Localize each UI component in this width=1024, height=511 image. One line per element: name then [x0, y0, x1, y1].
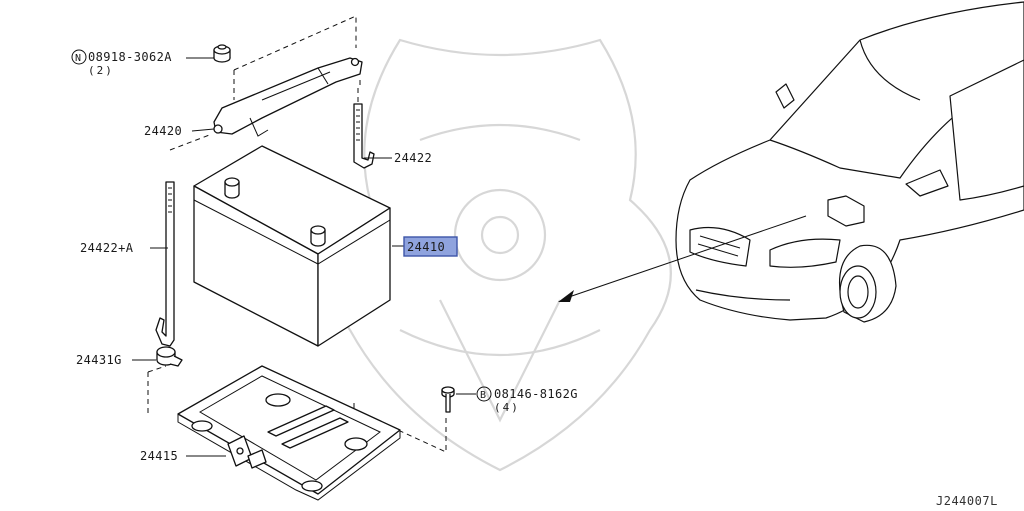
battery-label-highlight[interactable]: 24410: [403, 236, 458, 257]
terminal-clamp-part-number: 24431G: [76, 353, 122, 367]
diagram-reference: J244007L: [936, 494, 998, 508]
bolt-icon[interactable]: [441, 386, 455, 413]
label-nut: N 08918-3062A (2): [71, 49, 172, 77]
terminal-clamp[interactable]: [156, 346, 183, 367]
nut-icon[interactable]: [213, 44, 231, 63]
pointer-arrow: [558, 215, 807, 302]
battery-part-number: 24410: [407, 240, 445, 254]
bolt-qty: (4): [494, 401, 520, 414]
hold-down-frame[interactable]: [213, 57, 363, 137]
battery-icon[interactable]: [193, 145, 391, 347]
bolt-prefix: B: [480, 390, 486, 401]
rod-left-part-number: 24422+A: [80, 241, 134, 255]
label-bolt: B 08146-8162G (4): [476, 386, 578, 414]
hook-rod-right[interactable]: [353, 103, 375, 169]
nut-code: 08918-3062A: [88, 50, 172, 64]
battery-tray[interactable]: [177, 365, 401, 501]
nut-prefix: N: [75, 53, 81, 64]
car-illustration: [675, 1, 1024, 323]
tray-part-number: 24415: [140, 449, 178, 463]
frame-part-number: 24420: [144, 124, 182, 138]
hook-rod-left[interactable]: [155, 181, 175, 347]
bolt-code: 08146-8162G: [494, 387, 578, 401]
rod-right-part-number: 24422: [394, 151, 432, 165]
nut-qty: (2): [88, 64, 114, 77]
